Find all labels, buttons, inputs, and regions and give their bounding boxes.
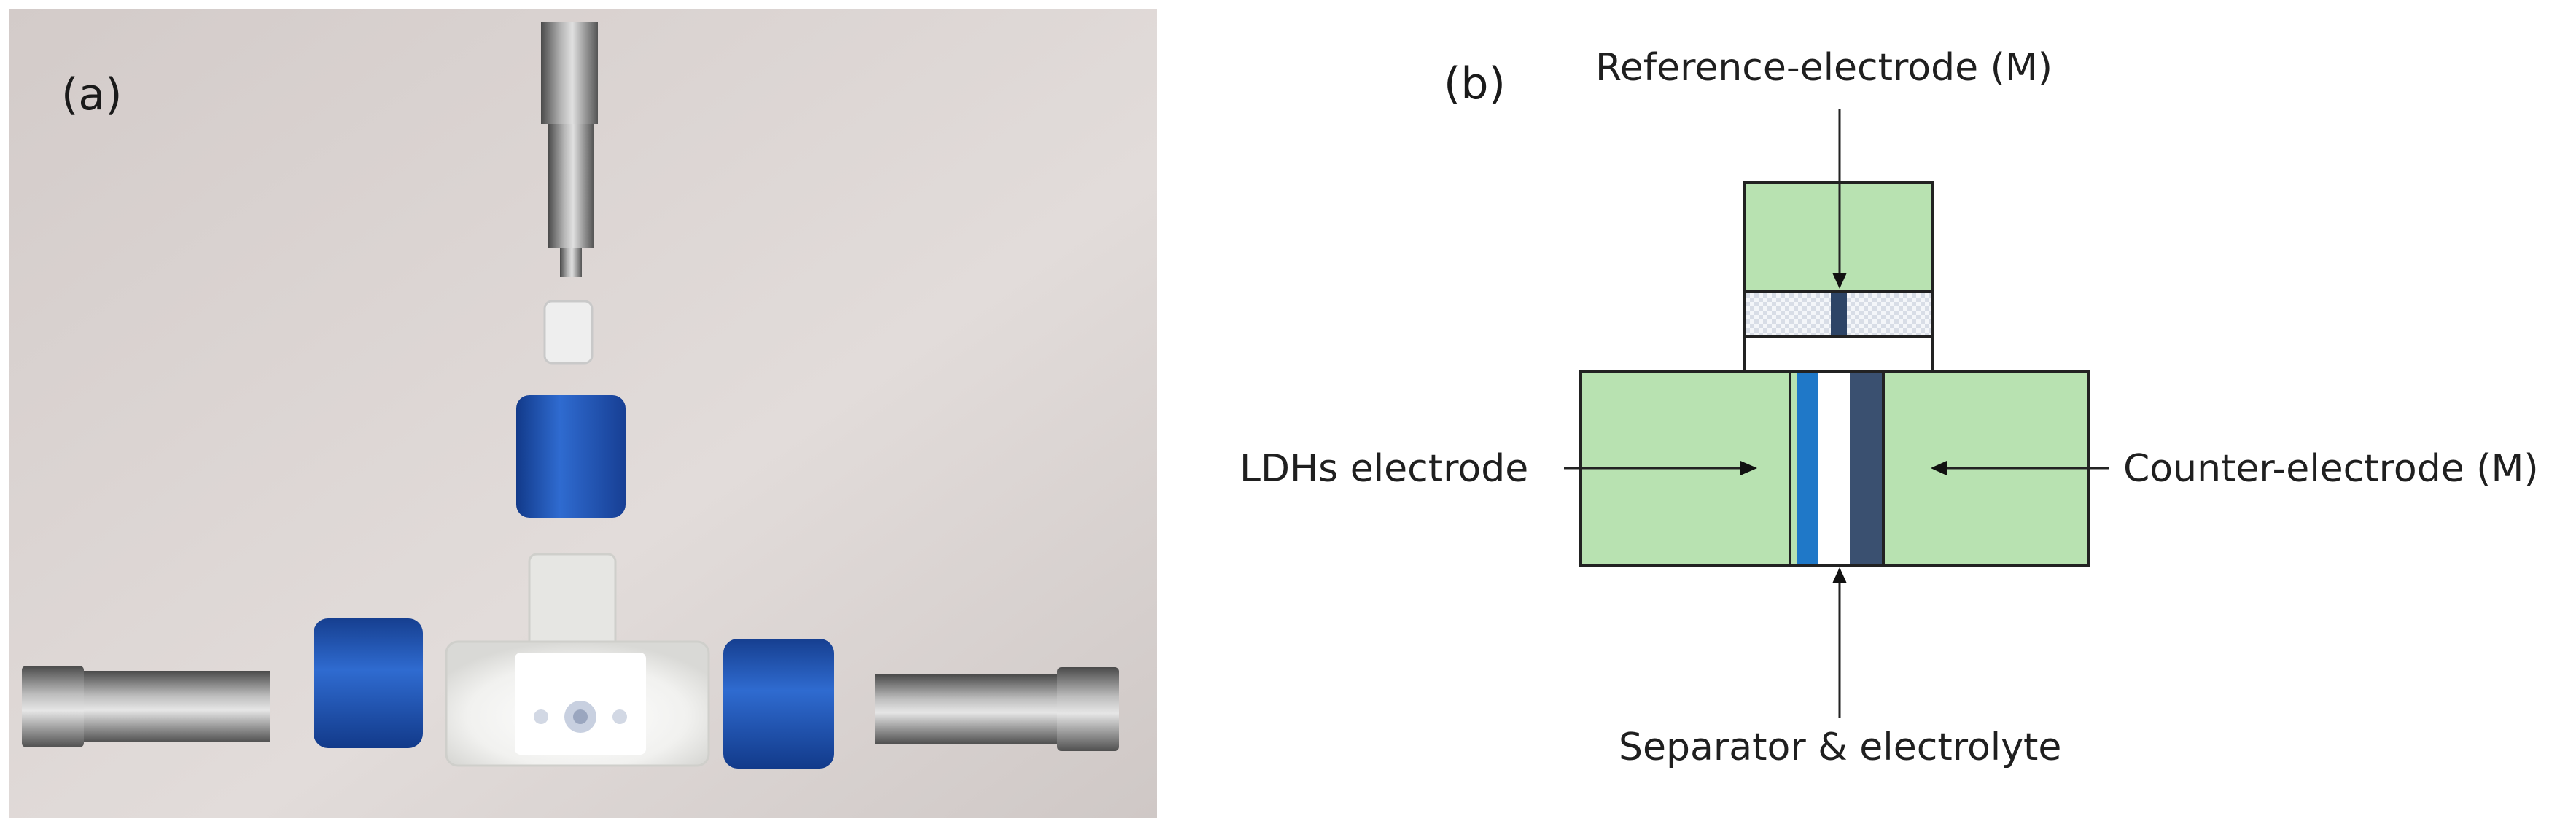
label-counter-electrode: Counter-electrode (M)	[2123, 447, 2539, 491]
metal-rod-right	[875, 667, 1119, 751]
panel-b: (b) Reference	[1240, 46, 2539, 769]
panel-a: (a)	[9, 9, 1157, 818]
metal-rod-left	[22, 666, 270, 747]
panel-a-label: (a)	[61, 69, 122, 120]
ferrule	[543, 300, 594, 365]
panel-b-label: (b)	[1444, 58, 1506, 109]
ldhs-layer	[1797, 373, 1818, 564]
label-reference-electrode: Reference-electrode (M)	[1595, 46, 2052, 90]
blue-nut-top	[516, 395, 626, 518]
metal-rod-top	[541, 22, 598, 277]
reference-compartment	[1743, 181, 1934, 373]
blue-nut-right	[723, 639, 834, 769]
label-separator: Separator & electrolyte	[1619, 726, 2061, 769]
teflon-tee	[445, 553, 710, 767]
separator-layer	[1818, 373, 1850, 564]
blue-nut-left	[314, 618, 423, 748]
reference-electrode-tip	[1831, 293, 1847, 335]
arrows	[1564, 109, 2109, 718]
counter-layer	[1850, 373, 1883, 564]
label-ldhs-electrode: LDHs electrode	[1240, 447, 1528, 491]
